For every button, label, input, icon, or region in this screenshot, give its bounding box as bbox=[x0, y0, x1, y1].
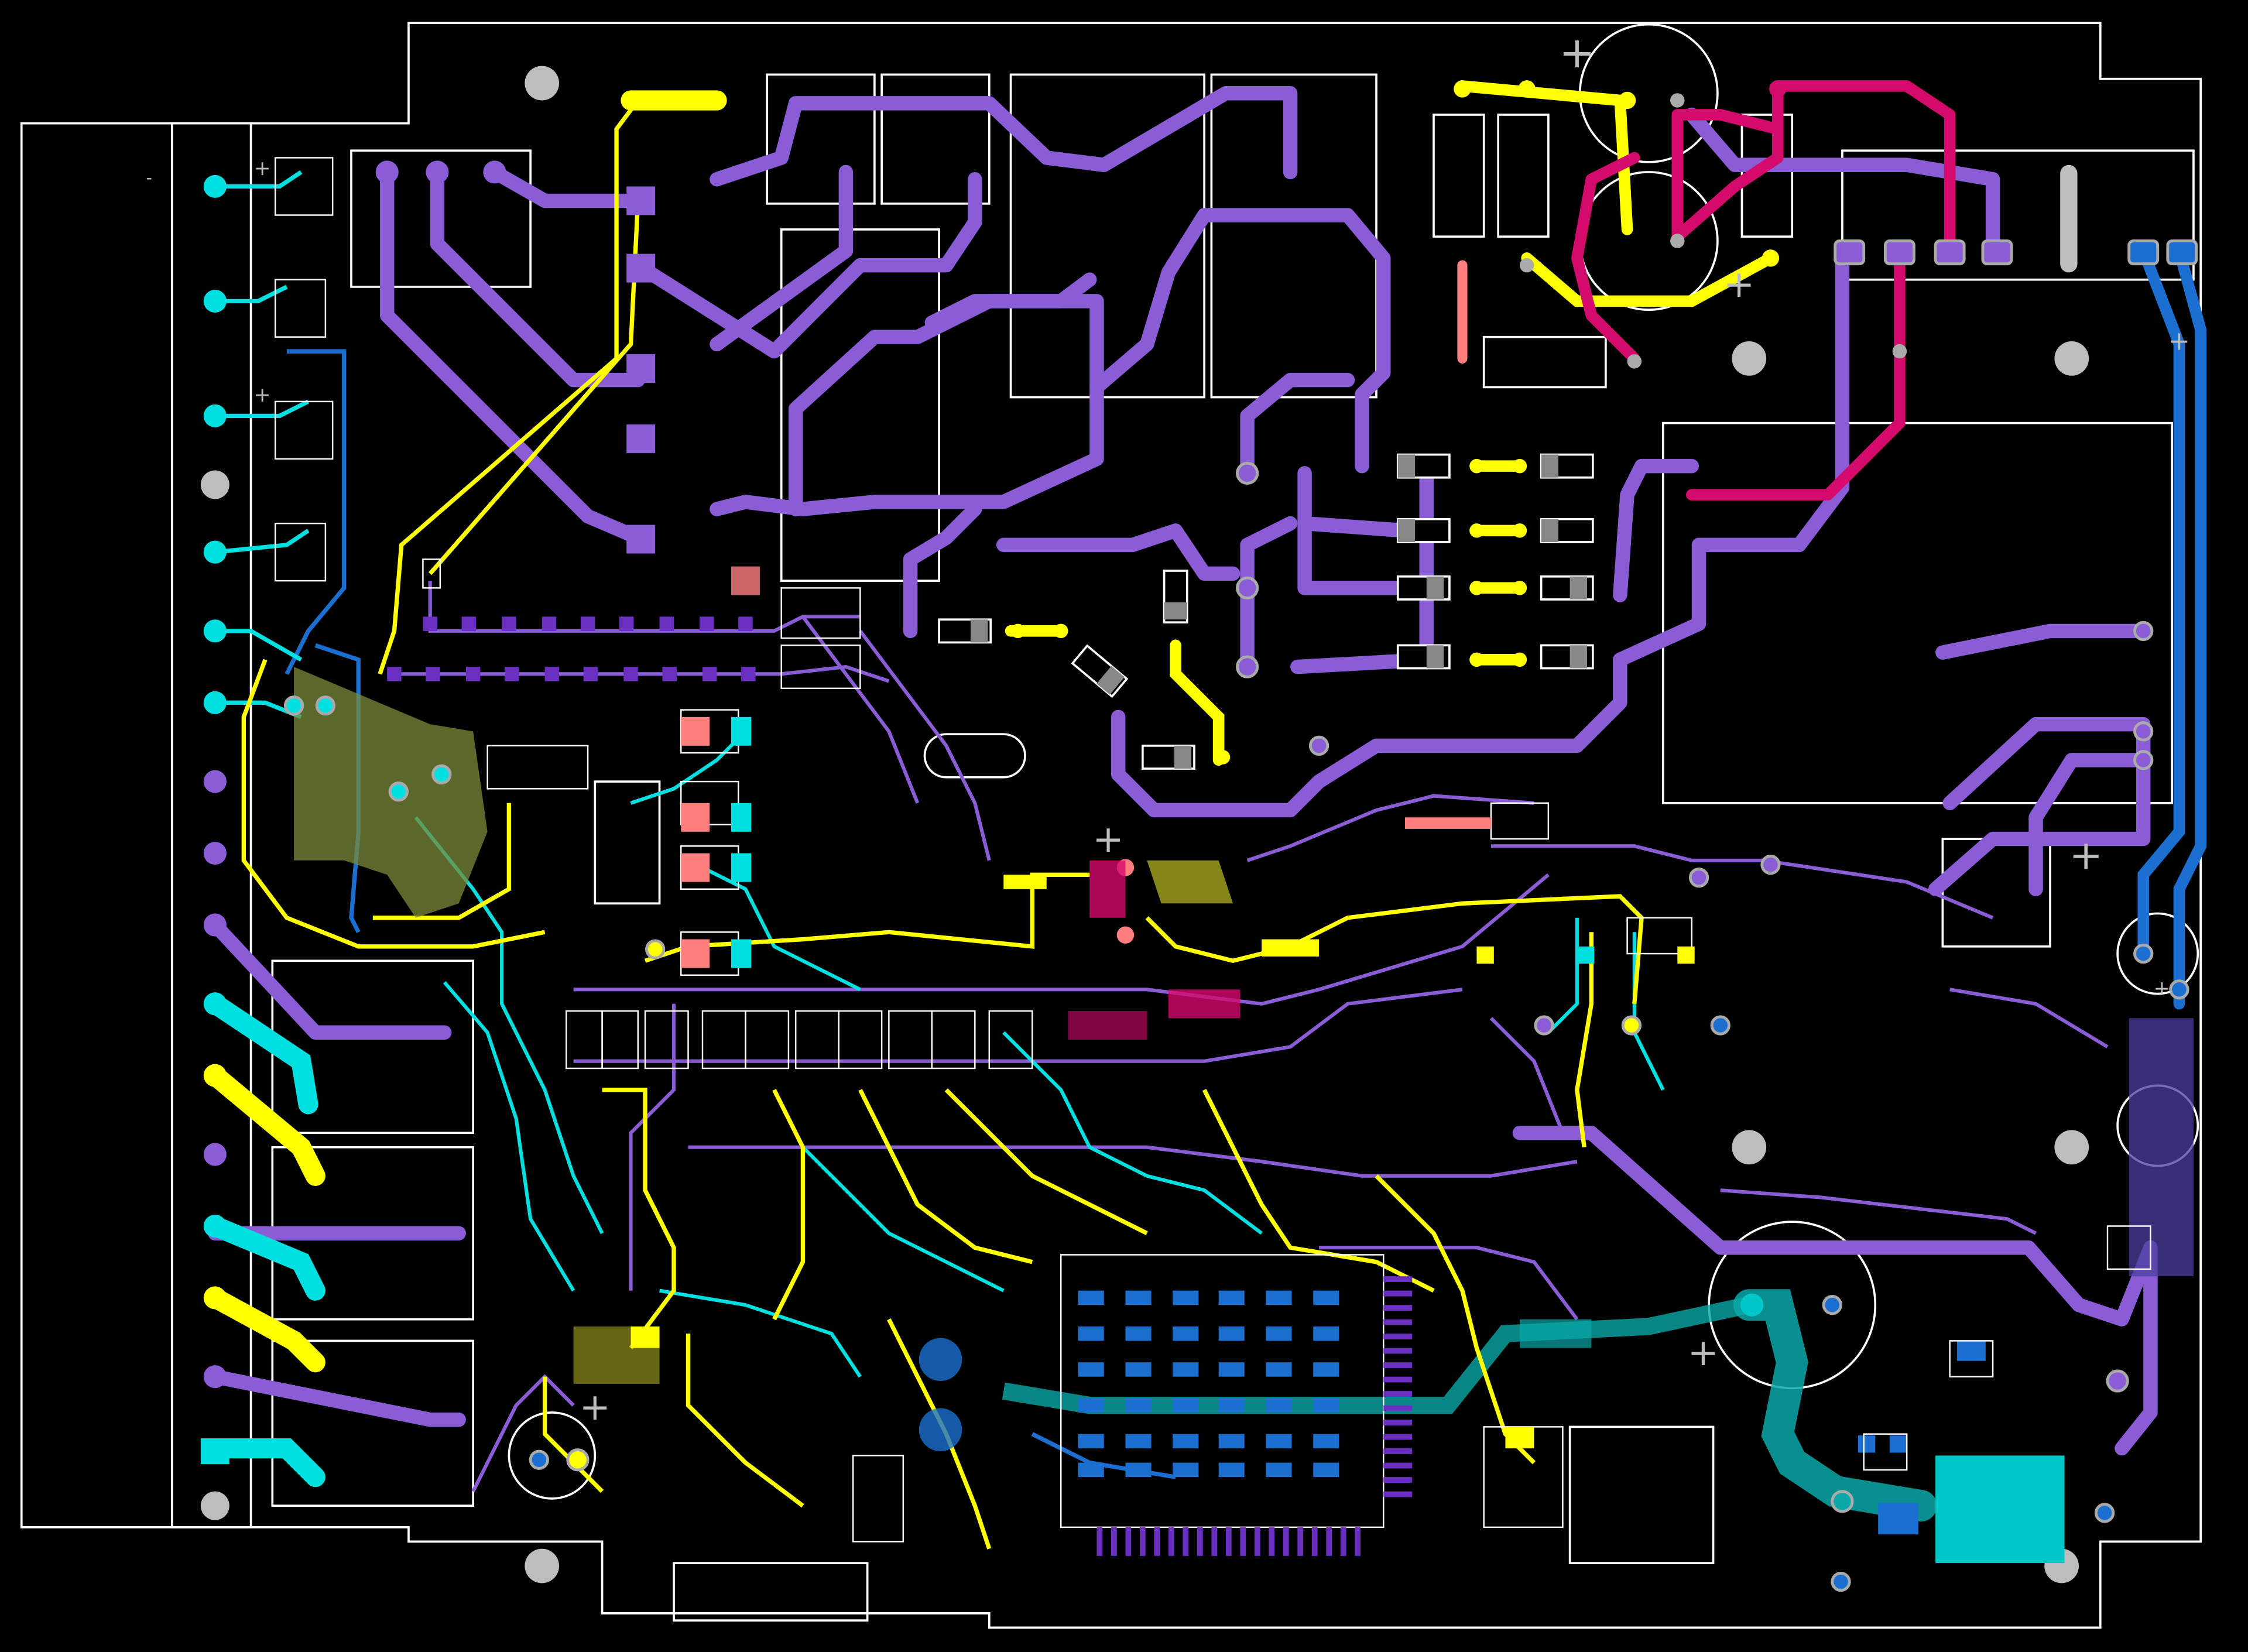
svg-text:+: + bbox=[254, 383, 271, 407]
svg-text:+: + bbox=[2069, 832, 2103, 879]
svg-text:-: - bbox=[146, 168, 152, 188]
svg-text:+: + bbox=[254, 157, 271, 180]
yellow-pad-clusters bbox=[630, 875, 1695, 1449]
through-hole-pads bbox=[283, 80, 2198, 1592]
bottom-layer-fine-traces bbox=[387, 581, 2109, 1493]
pad-rows bbox=[387, 616, 1986, 1535]
svg-text:+: + bbox=[1559, 28, 1595, 78]
svg-text:+: + bbox=[1723, 263, 1754, 306]
svg-text:+: + bbox=[1092, 818, 1123, 861]
copper-pours bbox=[294, 667, 2194, 1564]
main-mcu-footprint bbox=[1060, 1254, 1413, 1556]
svg-text:+: + bbox=[580, 1386, 611, 1429]
svg-text:+: + bbox=[2154, 977, 2171, 1000]
svg-text:+: + bbox=[1688, 1331, 1719, 1375]
power-layer-traces bbox=[1571, 80, 1956, 501]
inner2-layer-traces bbox=[285, 245, 2206, 1479]
salmon-components bbox=[681, 566, 1491, 1040]
mounting-holes bbox=[200, 66, 2089, 1584]
smd-components bbox=[938, 453, 1594, 770]
svg-text:+: + bbox=[2168, 327, 2190, 357]
connector-pads-left bbox=[200, 174, 229, 1465]
bottom-layer-traces bbox=[208, 85, 2158, 1456]
polarity-markers: + + + + + + + + + + - bbox=[146, 28, 2190, 1429]
